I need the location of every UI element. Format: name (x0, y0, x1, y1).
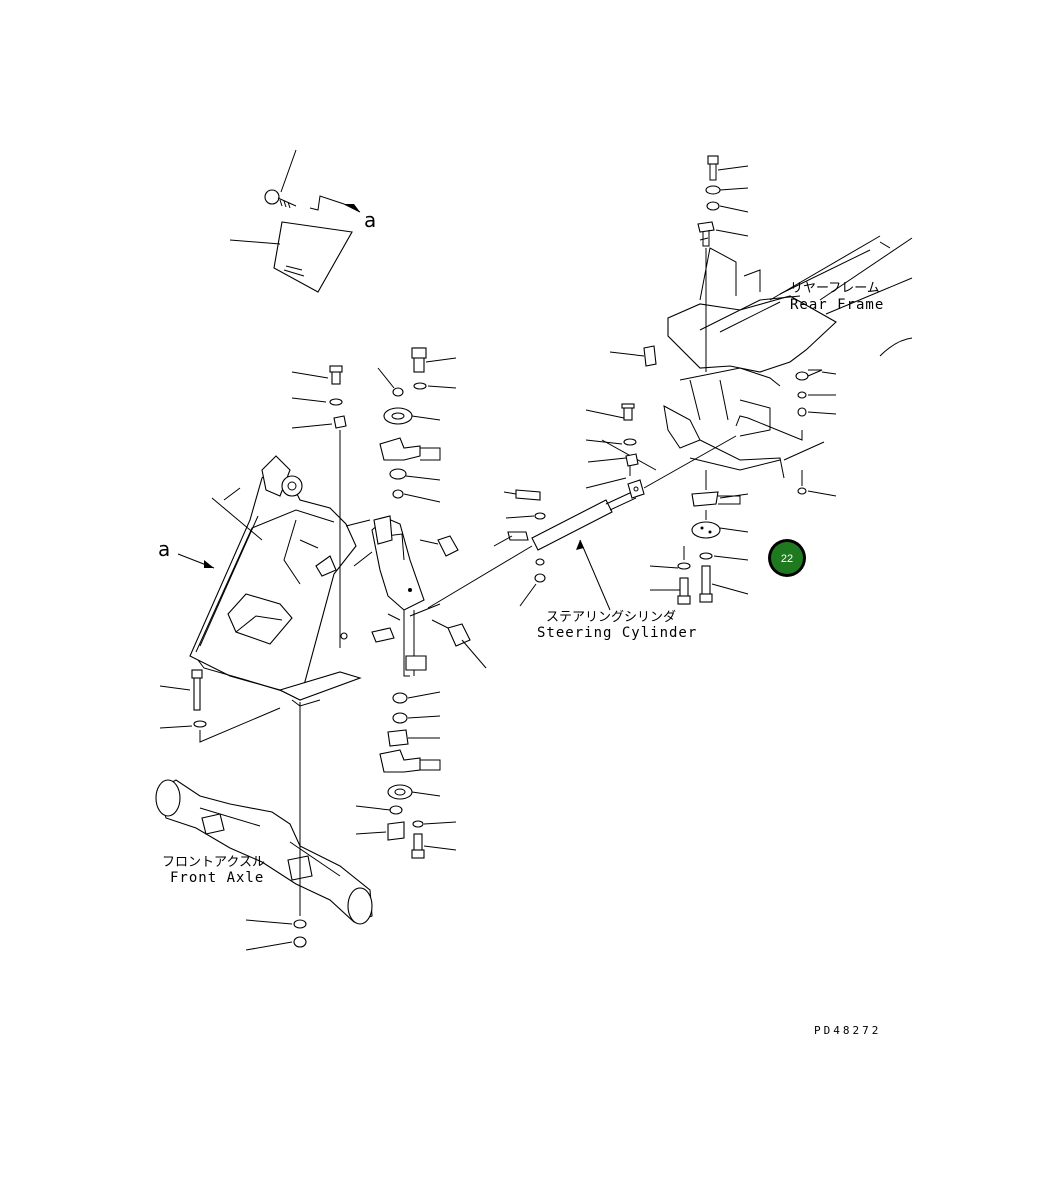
steering-cylinder-label-en: Steering Cylinder (537, 625, 697, 641)
axle-bottom-hardware (245, 919, 307, 951)
view-letter-top: a (364, 208, 376, 232)
rear-hardware-right (735, 369, 837, 497)
view-letter-left: a (158, 537, 170, 561)
cover-plate-assembly (229, 149, 361, 293)
rear-frame (663, 235, 913, 479)
front-axle-label-en: Front Axle (170, 870, 264, 886)
cylinder-pin-hardware (493, 403, 639, 607)
front-lower-left-bolt (159, 669, 281, 743)
drawing-code: PD48272 (814, 1024, 881, 1037)
steering-cylinder-label-jp: ステアリングシリンダ (546, 610, 676, 625)
view-arrow-left-head (204, 560, 214, 568)
front-frame (189, 455, 357, 701)
front-upper-pin-stack (291, 365, 348, 648)
front-hinge-bracket (345, 515, 459, 611)
rear-top-pin-stack (609, 155, 749, 372)
rear-frame-label-jp: リヤーフレーム (790, 281, 880, 296)
front-axle-label-jp: フロントアクスル (162, 855, 265, 870)
front-lower-pin-stack (278, 613, 487, 859)
rear-frame-label-en: Rear Frame (790, 297, 884, 313)
badge-22[interactable]: 22 (768, 539, 806, 577)
front-center-pin-stack (377, 347, 457, 677)
rear-lower-hinge-stack (649, 470, 749, 605)
front-axle (155, 702, 373, 925)
badge-number: 22 (781, 553, 793, 565)
